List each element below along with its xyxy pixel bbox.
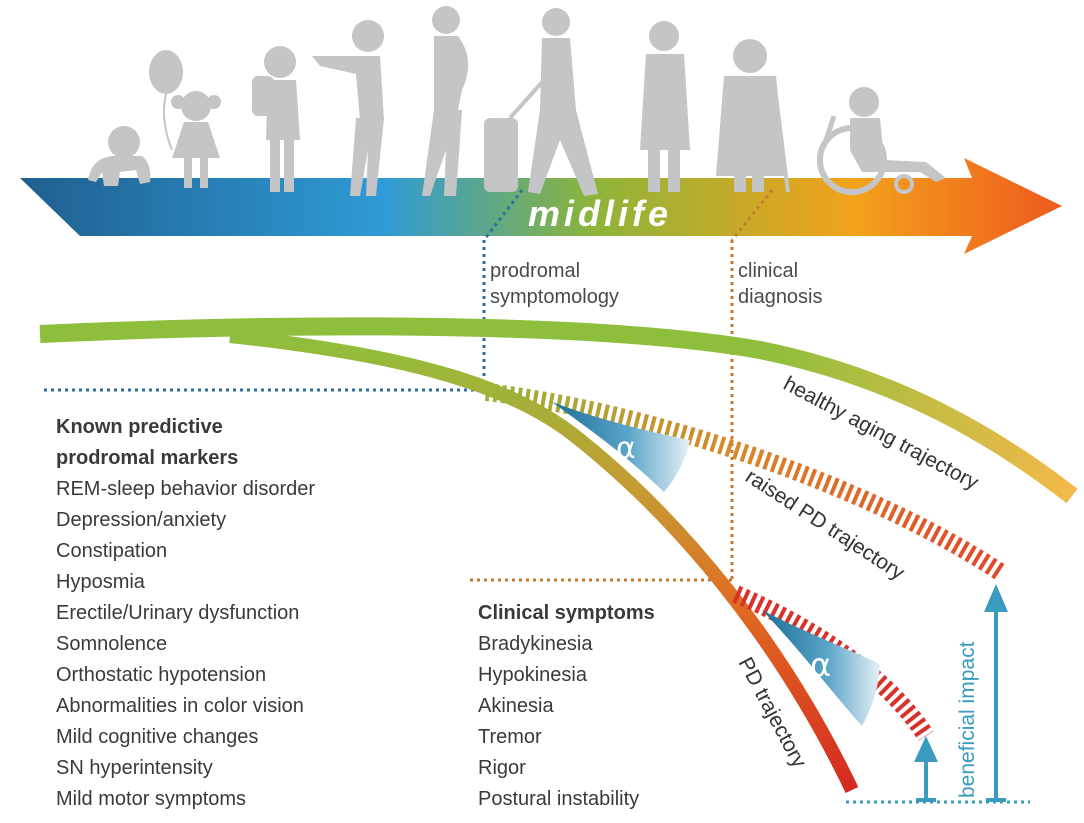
prodromal-marker-lines xyxy=(44,189,524,392)
balloon-silhouette xyxy=(149,50,183,151)
symptom-item: Postural instability xyxy=(478,788,640,810)
raised-trajectory-curve xyxy=(484,383,1005,580)
life-stage-silhouettes xyxy=(88,6,946,196)
symptom-item: Hypokinesia xyxy=(478,664,587,686)
midlife-label: midlife xyxy=(528,193,672,234)
upper-angle-wedge xyxy=(552,402,690,492)
marker-item: Erectile/Urinary dysfunction xyxy=(56,602,300,624)
symptom-item: Tremor xyxy=(478,726,542,748)
beneficial-impact-label: beneficial impact xyxy=(956,641,979,798)
timeline-arrow xyxy=(20,158,1062,254)
prodromal-heading-line-2: symptomology xyxy=(490,286,619,308)
prodromal-heading: prodromal symptomology xyxy=(490,258,619,310)
pd-trajectory-label: PD trajectory xyxy=(734,654,812,772)
symptom-item: Bradykinesia xyxy=(478,633,593,655)
prodromal-markers-list: Known predictive prodromal markers REM-s… xyxy=(56,412,315,815)
marker-item: Abnormalities in color vision xyxy=(56,695,304,717)
lower-angle-symbol: α xyxy=(810,646,831,684)
traveler-silhouette xyxy=(484,8,598,196)
wheelchair-silhouette xyxy=(817,87,946,195)
middle-aged-woman-silhouette xyxy=(640,21,690,192)
teenager-silhouette xyxy=(312,20,384,196)
healthy-trajectory-curve xyxy=(39,317,1078,504)
marker-item: SN hyperintensity xyxy=(56,757,213,779)
markers-title-line-1: Known predictive xyxy=(56,416,223,438)
clinical-heading: clinical diagnosis xyxy=(738,258,823,310)
pd-trajectory-curve xyxy=(229,329,859,794)
clinical-heading-line-2: diagnosis xyxy=(738,286,823,308)
marker-item: Mild cognitive changes xyxy=(56,726,259,748)
elderly-woman-silhouette xyxy=(716,39,790,193)
schoolchild-silhouette xyxy=(252,46,300,192)
clinical-title: Clinical symptoms xyxy=(478,602,655,624)
impact-arrows xyxy=(914,584,1008,802)
baby-silhouette xyxy=(88,126,151,186)
girl-silhouette xyxy=(171,91,221,188)
symptom-item: Akinesia xyxy=(478,695,554,717)
upper-angle-symbol: α xyxy=(616,431,636,466)
marker-item: Somnolence xyxy=(56,633,168,655)
pregnant-woman-silhouette xyxy=(422,6,469,196)
marker-item: Constipation xyxy=(56,540,168,562)
symptom-item: Rigor xyxy=(478,757,526,779)
raised-trajectory-label: raised PD trajectory xyxy=(741,465,909,585)
marker-item: Depression/anxiety xyxy=(56,509,227,531)
clinical-symptoms-list: Clinical symptoms Bradykinesia Hypokines… xyxy=(478,598,655,815)
clinical-marker-lines xyxy=(470,189,774,582)
lower-angle-wedge xyxy=(762,610,880,726)
marker-item: Hyposmia xyxy=(56,571,145,593)
marker-item: Mild motor symptoms xyxy=(56,788,247,810)
marker-item: Orthostatic hypotension xyxy=(56,664,267,686)
prodromal-heading-line-1: prodromal xyxy=(490,260,581,282)
marker-item: REM-sleep behavior disorder xyxy=(56,478,316,500)
clinical-heading-line-1: clinical xyxy=(738,260,799,282)
markers-title-line-2: prodromal markers xyxy=(56,447,239,469)
